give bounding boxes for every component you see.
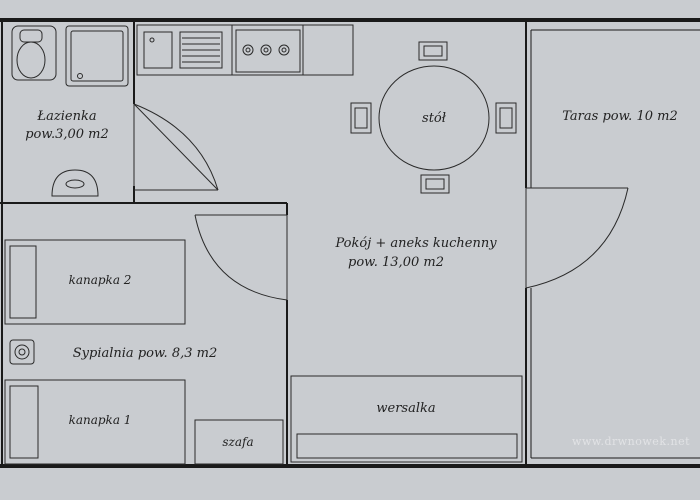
kitchen-counter [136, 24, 354, 76]
sink-icon [143, 31, 223, 69]
heater-icon [9, 339, 35, 365]
shower-icon [65, 25, 129, 87]
sofa-1-label: kanapka 1 [69, 413, 132, 427]
doors [133, 103, 629, 301]
bedroom-door [194, 214, 288, 301]
living-room-name: Pokój + aneks kuchenny [334, 236, 497, 251]
wardrobe [194, 419, 284, 465]
bathroom-area: pow.3,00 m2 [25, 127, 109, 142]
bedroom-furniture [4, 239, 284, 465]
bathroom-name: Łazienka [36, 109, 96, 124]
chair-top [418, 41, 448, 61]
terrace-door [525, 187, 629, 289]
toilet-icon [11, 25, 57, 81]
labels: Łazienka pow.3,00 m2 stół Taras pow. 10 … [25, 109, 690, 449]
living-room-area: pow. 13,00 m2 [348, 255, 444, 270]
watermark: www.drwnowek.net [572, 435, 690, 448]
table-icon [378, 65, 490, 171]
terrace-label: Taras pow. 10 m2 [562, 109, 677, 124]
chair-right [495, 102, 517, 134]
sofa-2-label: kanapka 2 [69, 273, 132, 287]
chair-bottom [420, 174, 450, 194]
sofa-bed-label: wersalka [376, 401, 435, 416]
sofa-1 [4, 379, 186, 465]
washbasin-icon [51, 169, 99, 197]
stove-icon [235, 29, 301, 73]
dining-set [350, 41, 517, 194]
walls [0, 18, 700, 468]
sofa-2 [4, 239, 186, 325]
counter-outline [136, 24, 354, 76]
bedroom-label: Sypialnia pow. 8,3 m2 [73, 346, 217, 361]
sofa-bed [290, 375, 523, 463]
bathroom-fixtures [11, 25, 129, 197]
table-label: stół [422, 111, 447, 126]
chair-left [350, 102, 372, 134]
bathroom-door [133, 103, 219, 191]
wardrobe-label: szafa [222, 435, 253, 449]
